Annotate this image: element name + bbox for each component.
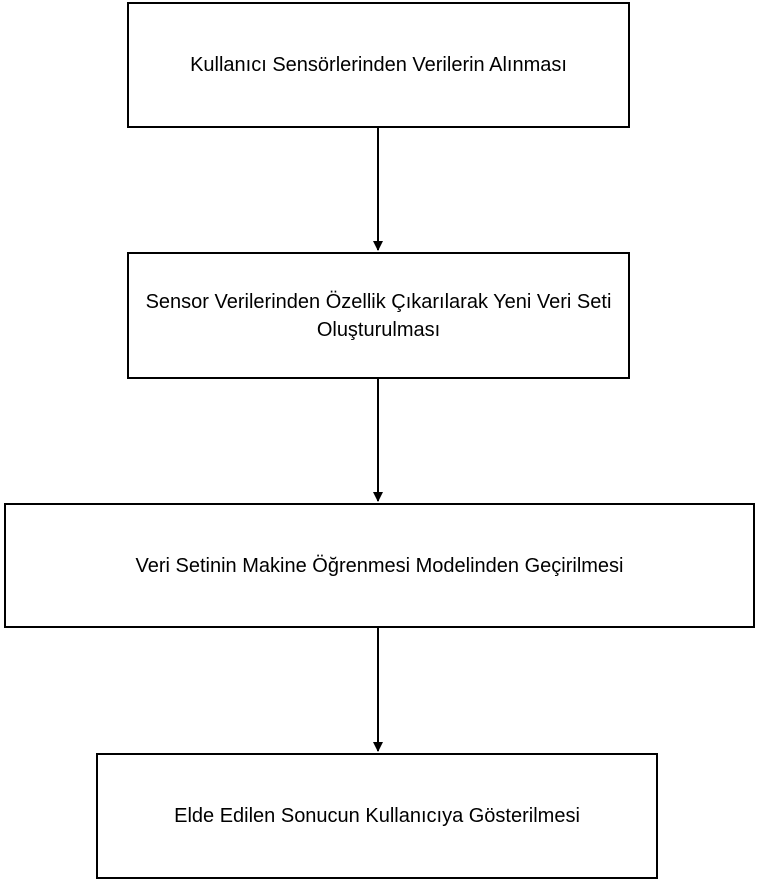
step-box-model-inference: Veri Setinin Makine Öğrenmesi Modelinden… (4, 503, 755, 628)
step-label: Elde Edilen Sonucun Kullanıcıya Gösteril… (174, 805, 580, 827)
step-label: Sensor Verilerinden Özellik Çıkarılarak … (145, 290, 612, 341)
step-label: Kullanıcı Sensörlerinden Verilerin Alınm… (190, 54, 567, 76)
step-box-show-result: Elde Edilen Sonucun Kullanıcıya Gösteril… (96, 753, 658, 879)
step-box-feature-extraction: Sensor Verilerinden Özellik Çıkarılarak … (127, 252, 630, 379)
step-label: Veri Setinin Makine Öğrenmesi Modelinden… (135, 554, 624, 577)
step-box-data-collection: Kullanıcı Sensörlerinden Verilerin Alınm… (127, 2, 630, 128)
